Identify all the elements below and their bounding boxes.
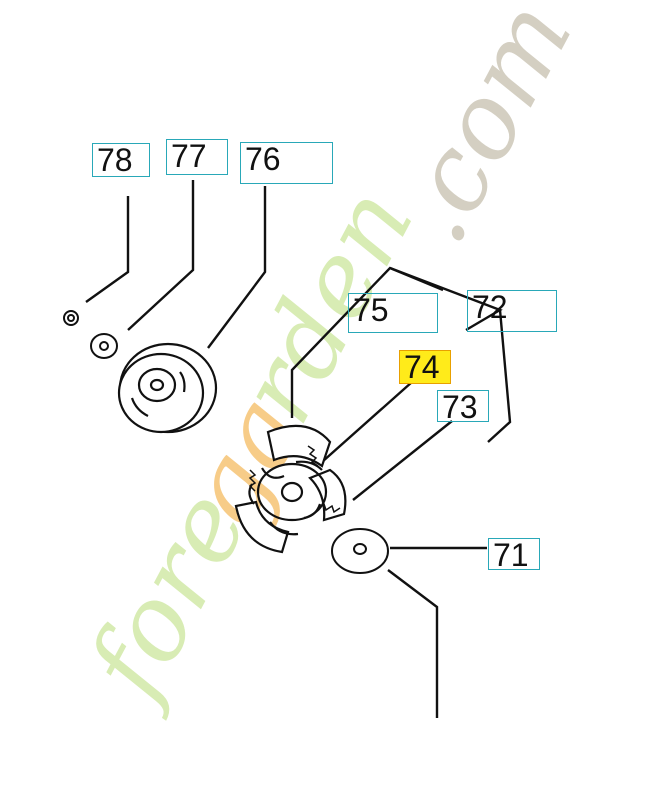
leader-74 (321, 381, 413, 463)
callout-75[interactable]: 75 (348, 293, 438, 333)
clutch-springs (248, 445, 341, 514)
leader-shaft (387, 569, 439, 718)
callout-77[interactable]: 77 (166, 139, 228, 175)
part-71-washer (331, 528, 389, 574)
part-clutch-assembly (234, 424, 347, 554)
watermark-domain: .com (369, 0, 595, 262)
callout-71[interactable]: 71 (488, 538, 540, 571)
leader-73 (487, 309, 512, 443)
callout-78[interactable]: 78 (92, 143, 150, 177)
leader-73b (352, 420, 453, 501)
callout-76[interactable]: 76 (240, 142, 333, 184)
callout-73[interactable]: 73 (437, 390, 489, 423)
leader-lines (85, 180, 512, 718)
leader-77 (127, 180, 195, 331)
part-77-washer (90, 333, 118, 359)
callout-72[interactable]: 72 (467, 290, 557, 332)
leader-76 (207, 186, 267, 349)
leader-78 (85, 196, 130, 303)
callout-74[interactable]: 74 (399, 350, 451, 384)
part-78-nut (63, 310, 79, 326)
part-76-drum (117, 342, 218, 434)
